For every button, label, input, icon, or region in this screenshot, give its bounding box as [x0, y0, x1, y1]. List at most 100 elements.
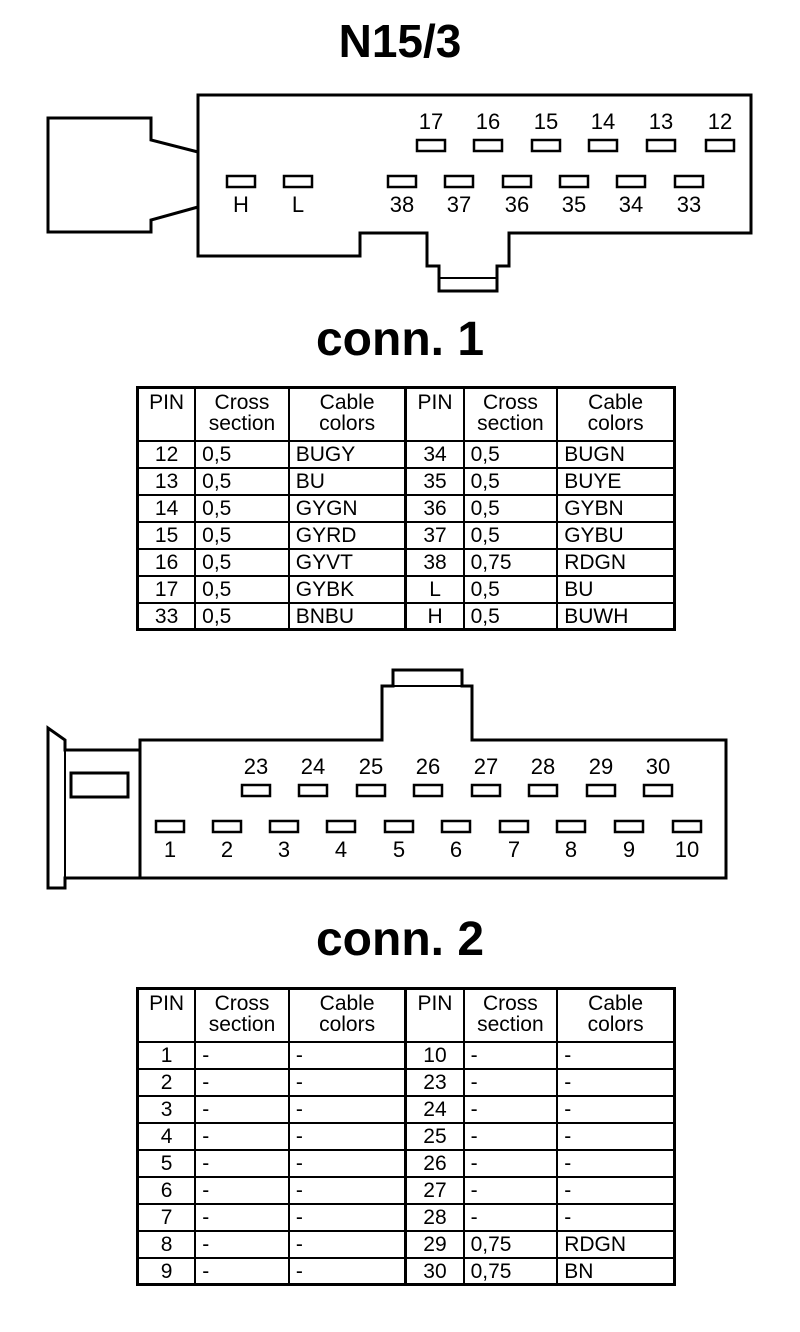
pin-cell: 15 [136, 520, 197, 550]
pin-socket [555, 819, 587, 834]
pin-cell: 6 [136, 1175, 197, 1205]
pin-socket [645, 138, 677, 153]
pin-label: 35 [562, 192, 586, 217]
pin-socket [211, 819, 243, 834]
pin-header: PIN [136, 386, 197, 442]
cable-color-cell: BUWH [556, 601, 676, 631]
pin-cell: H [404, 601, 465, 631]
pin-label: 27 [474, 754, 498, 779]
cross-section-cell: 0,5 [194, 466, 290, 496]
pin-socket [472, 138, 504, 153]
pin-label: 4 [335, 837, 347, 862]
pin-header: PIN [404, 386, 465, 442]
cable-color-cell: - [556, 1148, 676, 1178]
pin-label: 8 [565, 837, 577, 862]
cross-section-cell: 0,5 [194, 439, 290, 469]
pin-label: 9 [623, 837, 635, 862]
pin-label: 13 [649, 109, 673, 134]
pin-socket [642, 783, 674, 798]
pin-socket [154, 819, 186, 834]
cross-section-cell: 0,5 [194, 493, 290, 523]
cross-section-cell: - [194, 1229, 290, 1259]
pin-label: 34 [619, 192, 643, 217]
cross-section-cell: 0,5 [462, 466, 559, 496]
pin-cell: 9 [136, 1256, 197, 1286]
cross-section-cell: 0,5 [462, 574, 559, 604]
pin-socket [558, 174, 590, 189]
cable-color-cell: GYBU [556, 520, 676, 550]
pin-cell: 12 [136, 439, 197, 469]
pin-label: 1 [164, 837, 176, 862]
cable-color-cell: GYGN [287, 493, 407, 523]
pin-header: PIN [404, 987, 465, 1043]
pin-label: 38 [390, 192, 414, 217]
pin-label: 28 [531, 754, 555, 779]
pin-cell: L [404, 574, 465, 604]
pin-cell: 3 [136, 1094, 197, 1124]
pin-label: 17 [419, 109, 443, 134]
cross-section-cell: 0,5 [462, 601, 559, 631]
cable-color-cell: GYBK [287, 574, 407, 604]
cross-section-cell: - [462, 1121, 559, 1151]
pin-cell: 25 [404, 1121, 465, 1151]
pin-socket [530, 138, 562, 153]
table-row: 3--24-- [136, 1094, 676, 1124]
cable-color-cell: - [556, 1175, 676, 1205]
pin-label: 5 [393, 837, 405, 862]
pin-socket [498, 819, 530, 834]
cable-color-cell: - [287, 1094, 407, 1124]
cable-color-cell: - [287, 1067, 407, 1097]
pin-socket [415, 138, 447, 153]
connector-2-title: conn. 2 [315, 913, 485, 966]
cable-color-cell: GYRD [287, 520, 407, 550]
cross-section-cell: - [462, 1067, 559, 1097]
cross-section-cell: 0,75 [462, 1229, 559, 1259]
cable-color-cell: RDGN [556, 1229, 676, 1259]
pin-label: 33 [677, 192, 701, 217]
table-row: 6--27-- [136, 1175, 676, 1205]
pin-label: 23 [244, 754, 268, 779]
pin-socket [527, 783, 559, 798]
cable-color-cell: - [556, 1121, 676, 1151]
pin-cell: 36 [404, 493, 465, 523]
pin-cell: 38 [404, 547, 465, 577]
connector-1-title: conn. 1 [315, 313, 485, 366]
cable-color-cell: - [287, 1256, 407, 1286]
pin-socket [443, 174, 475, 189]
pin-cell: 27 [404, 1175, 465, 1205]
cross-section-cell: - [462, 1175, 559, 1205]
pin-socket [225, 174, 257, 189]
cross-section-cell: 0,75 [462, 1256, 559, 1286]
pin-cell: 23 [404, 1067, 465, 1097]
pin-socket [386, 174, 418, 189]
cable-color-cell: GYVT [287, 547, 407, 577]
pin-cell: 8 [136, 1229, 197, 1259]
cable-color-cell: GYBN [556, 493, 676, 523]
table-row: 4--25-- [136, 1121, 676, 1151]
pin-label: 2 [221, 837, 233, 862]
cross-section-cell: 0,5 [194, 601, 290, 631]
pin-label: 24 [301, 754, 325, 779]
diagram-title: N15/3 [338, 15, 462, 67]
pin-socket [240, 783, 272, 798]
pin-cell: 33 [136, 601, 197, 631]
pin-cell: 30 [404, 1256, 465, 1286]
pin-label: 36 [505, 192, 529, 217]
pin-socket [501, 174, 533, 189]
pin-socket [671, 819, 703, 834]
cross-section-cell: - [462, 1094, 559, 1124]
cable-color-cell: - [556, 1067, 676, 1097]
pin-label: 25 [359, 754, 383, 779]
